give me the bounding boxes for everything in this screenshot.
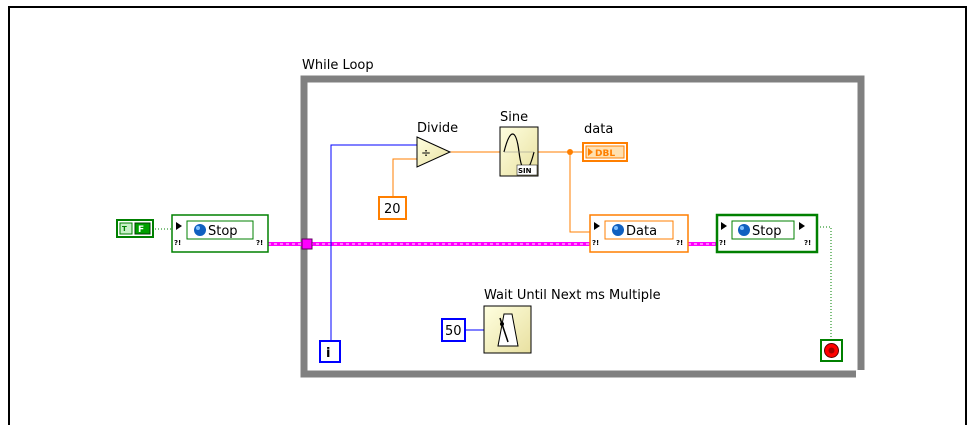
iteration-terminal[interactable]: i (319, 340, 341, 363)
while-loop-label: While Loop (302, 58, 374, 73)
false-constant[interactable]: T F (116, 219, 154, 238)
data-property-label: Data (626, 224, 657, 239)
svg-text:?!: ?! (256, 239, 263, 247)
stop-wire[interactable] (817, 226, 832, 340)
loop-resize-corner[interactable] (856, 370, 866, 380)
wait-label: Wait Until Next ms Multiple (484, 288, 661, 303)
svg-text:?!: ?! (676, 239, 683, 247)
iteration-label: i (326, 346, 330, 361)
svg-text:?!: ?! (719, 239, 726, 247)
svg-text:?!: ?! (174, 239, 181, 247)
stop-property-node-inner[interactable]: ?! Stop ?! (715, 213, 819, 254)
false-constant-value: F (138, 225, 144, 235)
divide-icon (416, 136, 452, 168)
data-property-node[interactable]: ?! Data ?! (589, 214, 689, 253)
wires (155, 144, 832, 341)
data-property-wire[interactable] (569, 152, 590, 233)
stop-property-inner-label: Stop (752, 224, 782, 239)
globe-icon (194, 224, 206, 236)
constant-20-value: 20 (384, 202, 401, 217)
stop-condition-terminal[interactable] (820, 339, 843, 362)
divide-node[interactable]: Divide ÷ (416, 121, 458, 168)
svg-text:T: T (122, 225, 127, 233)
iteration-wire[interactable] (330, 144, 417, 341)
constant-20-wire[interactable] (392, 158, 417, 197)
data-indicator[interactable]: data DBL (582, 122, 628, 162)
constant-20[interactable]: 20 (378, 196, 407, 220)
constant-50[interactable]: 50 (441, 318, 466, 342)
wait-node[interactable]: Wait Until Next ms Multiple (483, 288, 661, 354)
sine-label: Sine (500, 110, 528, 125)
block-diagram-frame (8, 6, 967, 425)
svg-text:?!: ?! (804, 239, 811, 247)
stop-property-outer-label: Stop (208, 224, 238, 239)
svg-text:?!: ?! (592, 239, 599, 247)
while-loop-frame[interactable] (300, 75, 865, 378)
sine-node[interactable]: Sine SIN (499, 110, 539, 177)
stop-property-node-outer[interactable]: ?! Stop ?! (171, 214, 269, 253)
sine-badge: SIN (518, 167, 532, 175)
reference-tunnel[interactable] (301, 238, 313, 250)
while-loop[interactable]: While Loop (300, 58, 866, 380)
globe-icon (612, 224, 624, 236)
svg-text:÷: ÷ (421, 146, 431, 160)
globe-icon (738, 224, 750, 236)
data-indicator-label: data (584, 122, 613, 137)
divide-label: Divide (417, 121, 458, 136)
data-indicator-type: DBL (595, 149, 615, 159)
constant-50-value: 50 (445, 324, 462, 339)
